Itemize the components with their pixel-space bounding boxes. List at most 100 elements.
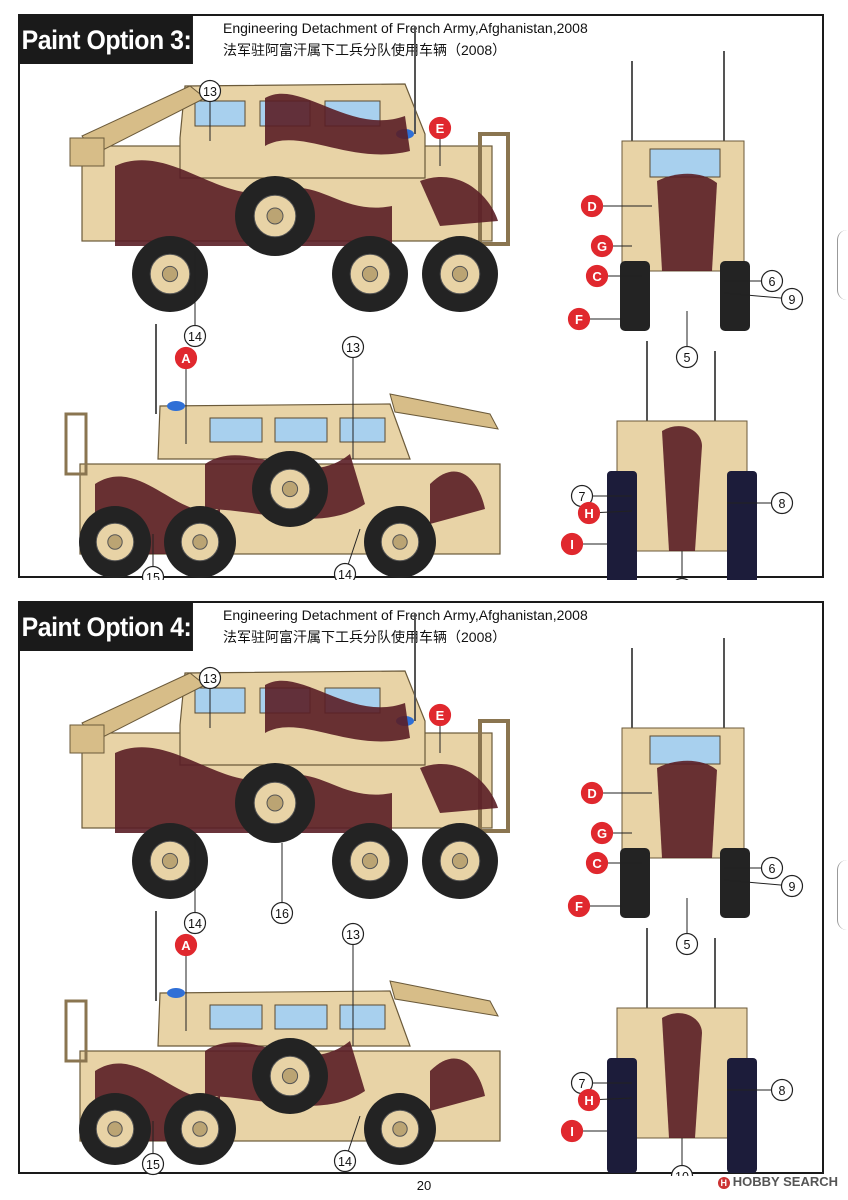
option-title-chinese: 法军驻阿富汗属下工兵分队使用车辆（2008） (223, 629, 507, 645)
callout-circle (760, 269, 784, 293)
wheel-center (161, 265, 179, 283)
paint-option-4-drawings: 13E1614A131514DGCF6957HI810 (64, 613, 804, 1176)
paint-option-3-panel: Paint Option 3: Engineering Detachment o… (18, 14, 824, 580)
callout-circle (590, 821, 614, 845)
paint-option-3-drawings: 13E14A131514DGCF6957HI810 (64, 26, 804, 580)
callout-label: 6 (769, 862, 776, 876)
callout-circle (670, 1164, 694, 1176)
option-title-chinese: 法军驻阿富汗属下工兵分队使用车辆（2008） (223, 42, 507, 58)
option-title-english: Engineering Detachment of French Army,Af… (223, 607, 588, 623)
callout-label: 9 (789, 880, 796, 894)
leader-line (723, 292, 793, 300)
crane-box (69, 724, 105, 754)
callout-label: I (570, 1124, 574, 1139)
callout-circle (580, 194, 604, 218)
callout-circle (141, 565, 165, 580)
rear-view: 7HI810 (560, 341, 794, 580)
callout-label: 13 (346, 341, 360, 355)
callout-label: 16 (275, 907, 289, 921)
callout-label: F (575, 312, 583, 327)
callout-circle (567, 894, 591, 918)
crane-box (69, 137, 105, 167)
camo-brown-stripe (657, 173, 717, 271)
callout-label: 14 (188, 330, 202, 344)
callout-label: 7 (579, 1077, 586, 1091)
cab-window (339, 1004, 386, 1030)
callout-circle (585, 264, 609, 288)
callout-circle (333, 1149, 357, 1173)
paint-option-4-panel: Paint Option 4: Engineering Detachment o… (18, 601, 824, 1176)
callout-circle (198, 666, 222, 690)
camo-brown-stripe (265, 93, 410, 155)
cab-window (274, 1004, 328, 1030)
camo-brown-stripe (420, 763, 498, 813)
camo-brown-stripe (430, 1058, 485, 1111)
paint-option-label: Paint Option 4: (20, 603, 193, 651)
callout-label: E (436, 708, 445, 723)
callout-label: 9 (789, 293, 796, 307)
wheel-center (392, 1121, 408, 1137)
callout-label: 13 (203, 672, 217, 686)
beacon-light (167, 988, 185, 998)
wheel-center (192, 1121, 208, 1137)
front-bumper-frame (64, 412, 88, 476)
rear-tire (727, 471, 757, 580)
callout-label: 15 (146, 1158, 160, 1172)
callout-label: D (587, 199, 596, 214)
callout-label: A (181, 938, 191, 953)
binding-edge-mark (837, 230, 848, 300)
callout-circle (675, 577, 689, 580)
callout-label: 10 (675, 1170, 689, 1176)
paint-option-label: Paint Option 3: (20, 16, 193, 64)
callout-label: F (575, 899, 583, 914)
callout-circle (174, 346, 198, 370)
callout-label: 13 (346, 928, 360, 942)
front-tire (720, 261, 750, 331)
wheel-center (392, 534, 408, 550)
windshield (649, 735, 721, 765)
callout-label: A (181, 351, 191, 366)
rear-tire (607, 471, 637, 580)
callout-label: G (597, 239, 607, 254)
camo-brown-stripe (662, 1013, 702, 1138)
callout-circle (333, 562, 357, 580)
camo-brown-stripe (420, 176, 498, 226)
callout-circle (780, 874, 804, 898)
callout-circle (577, 1088, 601, 1112)
side-view-right: A 13 15 14 (64, 911, 501, 1176)
front-tire (720, 848, 750, 918)
crane-arm (389, 980, 499, 1017)
callout-circle (183, 911, 207, 935)
rear-tire (607, 1058, 637, 1173)
crane-arm (389, 393, 499, 430)
callout-circle (675, 932, 699, 956)
front-tire (620, 848, 650, 918)
callout-label: I (570, 537, 574, 552)
cab-window (274, 417, 328, 443)
callout-circle (675, 345, 699, 369)
callout-label: 5 (684, 351, 691, 365)
callout-label: 8 (779, 1084, 786, 1098)
callout-circle (590, 234, 614, 258)
cab-window (339, 417, 386, 443)
rear-view: 7HI810 (560, 928, 794, 1176)
wheel-center (451, 265, 469, 283)
front-tire (620, 261, 650, 331)
callout-circle (428, 116, 452, 140)
rear-grille (478, 132, 510, 246)
option-title-english: Engineering Detachment of French Army,Af… (223, 20, 588, 36)
wheel-center (192, 534, 208, 550)
callout-circle (577, 501, 601, 525)
camo-brown-stripe (430, 471, 485, 524)
rear-grille (478, 719, 510, 833)
callout-label: 14 (338, 568, 352, 580)
callout-label: 14 (188, 917, 202, 931)
callout-circle (428, 703, 452, 727)
side-view-left: 13E 16 14 (69, 613, 510, 935)
beacon-light (167, 401, 185, 411)
rear-tire (727, 1058, 757, 1173)
